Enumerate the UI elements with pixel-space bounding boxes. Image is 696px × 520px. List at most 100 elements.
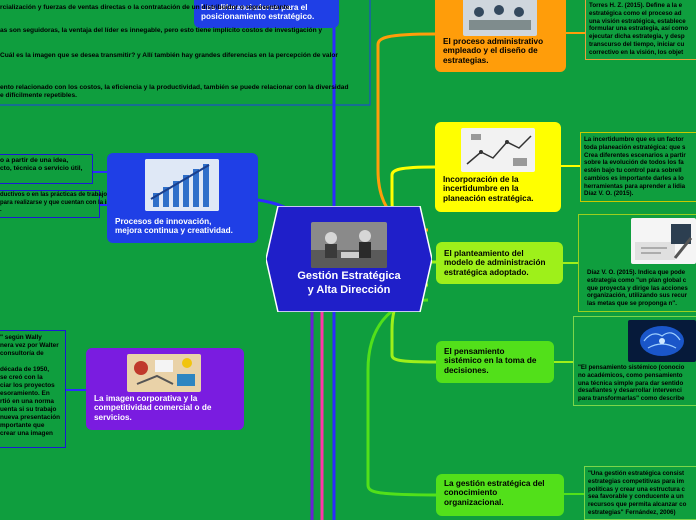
node-pensamiento-line: decisiones. bbox=[444, 365, 489, 375]
node-incertidumbre-line: incertidumbre en la bbox=[443, 184, 519, 194]
node-imagen-line3: servicios. bbox=[94, 412, 132, 422]
proceso-note-line: estratégica como el proceso ad bbox=[589, 9, 682, 17]
central-title-line2: y Alta Dirección bbox=[307, 283, 391, 296]
pensamiento-note-box bbox=[573, 316, 696, 406]
pensamiento-note-line: para transformarlas" como describe bbox=[578, 395, 685, 402]
imagen-note-line: ciar los proyectos bbox=[0, 382, 55, 389]
imagen-note-line: nueva presentación bbox=[0, 414, 61, 421]
diferenciadores-note-5: e difícilmente repetibles. bbox=[0, 92, 77, 99]
diferenciadores-note-2: as son seguidoras, la ventaja del líder … bbox=[0, 27, 323, 34]
imagen-note-box bbox=[0, 330, 66, 448]
node-gestion-label: La gestión estratégica del conocimiento … bbox=[444, 479, 545, 507]
proceso-note-line: correctivo en la visión, los objet bbox=[589, 48, 684, 56]
gestion-note: "Una gestión estratégica consist estrate… bbox=[588, 470, 686, 517]
gestion-note-line: recursos que permita alcanzar co bbox=[588, 501, 687, 508]
pensamiento-note-line: no académicos, como pensamiento bbox=[578, 371, 683, 379]
node-proceso-administrativo[interactable]: El proceso administrativo empleado y el … bbox=[435, 0, 566, 72]
node-gestion-line: organizacional. bbox=[444, 497, 504, 507]
imagen-note-line: consultoría de bbox=[0, 350, 44, 357]
node-innovacion-label: Procesos de innovación, mejora continua … bbox=[115, 217, 233, 236]
incertidumbre-note-line: La incertidumbre que es un factor bbox=[584, 136, 684, 143]
incertidumbre-note-line: sobre la evolución de todos los fa bbox=[584, 159, 684, 167]
gestion-note-line: estrategias competitivas para im bbox=[588, 477, 684, 485]
imagen-note: " según Wally nera vez por Walter consul… bbox=[0, 334, 60, 438]
innovacion-note-1: o a partir de una idea, cto, técnica o s… bbox=[0, 157, 82, 173]
node-planteamiento[interactable]: El planteamiento del modelo de administr… bbox=[436, 242, 563, 284]
diferenciadores-note-3: Cuál es la imagen que se desea transmiti… bbox=[0, 52, 338, 59]
imagen-corporativa-image bbox=[127, 354, 201, 392]
imagen-note-line: se creó con la bbox=[0, 374, 43, 381]
node-pensamiento-line: sistémico en la toma de bbox=[444, 356, 537, 366]
planteamiento-note-line: las metas que se proponga n". bbox=[587, 300, 677, 307]
proceso-image bbox=[463, 0, 537, 36]
node-diferenciadores-line2: posicionamiento estratégico. bbox=[201, 12, 315, 22]
node-imagen-corporativa[interactable]: La imagen corporativa y la competitivida… bbox=[86, 348, 244, 430]
imagen-note-line: mportante que bbox=[0, 422, 45, 429]
gestion-note-line: "Una gestión estratégica consist bbox=[588, 470, 685, 477]
innovacion-note-1-line: cto, técnica o servicio útil, bbox=[0, 165, 83, 173]
imagen-note-line: década de 1950, bbox=[0, 366, 50, 373]
planteamiento-note-line: Díaz V. O. (2015). Indica que pode bbox=[587, 269, 686, 276]
innovacion-note-box-2 bbox=[0, 190, 100, 218]
node-planteamiento-line: El planteamiento del bbox=[444, 249, 524, 258]
node-proceso-line: El proceso administrativo bbox=[443, 37, 544, 46]
planteamiento-note: Díaz V. O. (2015). Indica que pode estra… bbox=[587, 269, 688, 308]
innovacion-note-2-line: para realizarse y que cuentan con la imp… bbox=[0, 199, 147, 206]
incertidumbre-note-line: Díaz V. O. (2015). bbox=[584, 190, 634, 198]
incertidumbre-note-line: herramientas para aprender a lidia bbox=[584, 182, 686, 190]
pensamiento-note: "El pensamiento sistémico (conocio no ac… bbox=[578, 364, 684, 403]
pensamiento-note-line: desafiantes y desarrollar intervenci bbox=[578, 387, 682, 395]
node-diferenciadores[interactable]: Los diferenciadores para el posicionamie… bbox=[194, 0, 339, 28]
node-incertidumbre[interactable]: Incorporación de la incertidumbre en la … bbox=[435, 122, 561, 212]
diferenciadores-note-1: rcialización y fuerzas de ventas directa… bbox=[0, 4, 292, 11]
imagen-note-line: nera vez por Walter bbox=[0, 342, 59, 349]
proceso-note-line: transcurso del tiempo, iniciar cu bbox=[589, 40, 685, 48]
node-innovacion[interactable]: Procesos de innovación, mejora continua … bbox=[107, 153, 258, 243]
planteamiento-note-line: estrategia como "un plan global c bbox=[587, 276, 687, 284]
central-topic[interactable]: Gestión Estratégica y Alta Dirección bbox=[266, 206, 432, 312]
node-gestion-line: conocimiento bbox=[444, 488, 498, 498]
node-innovacion-line2: mejora continua y creatividad. bbox=[115, 226, 233, 236]
proceso-note-line: Torres H. Z. (2015). Define a la e bbox=[589, 2, 683, 9]
incertidumbre-note-line: estén bajo tu control para sobrell bbox=[584, 167, 682, 174]
planteamiento-note-line: organización, utilizando sus recur bbox=[587, 292, 688, 300]
incertidumbre-note-box bbox=[580, 132, 696, 202]
node-pensamiento-sistemico[interactable]: El pensamiento sistémico en la toma de d… bbox=[436, 341, 554, 383]
node-incertidumbre-label: Incorporación de la incertidumbre en la … bbox=[443, 175, 534, 203]
innovacion-note-box-1 bbox=[0, 154, 93, 184]
central-image bbox=[311, 222, 387, 268]
node-gestion-conocimiento[interactable]: La gestión estratégica del conocimiento … bbox=[436, 474, 564, 516]
diferenciadores-note-4: ento relacionado con los costos, la efic… bbox=[0, 84, 349, 91]
imagen-note-line: esoramiento. En bbox=[0, 390, 50, 397]
incertidumbre-note-line: cambios es importante darles a lo bbox=[584, 174, 684, 182]
node-proceso-label: El proceso administrativo empleado y el … bbox=[443, 37, 543, 65]
proceso-note-box bbox=[585, 0, 696, 60]
imagen-note-line: crear una imagen bbox=[0, 430, 53, 437]
gestion-note-line: políticas y crear una estructura c bbox=[588, 485, 685, 493]
planteamiento-image bbox=[631, 218, 696, 264]
pensamiento-note-line: una técnica simple para dar sentido bbox=[578, 379, 684, 387]
innovacion-note-1-line: o a partir de una idea, bbox=[0, 157, 69, 164]
central-title: Gestión Estratégica y Alta Dirección bbox=[266, 270, 432, 298]
innovacion-note-2-line: . bbox=[0, 207, 2, 213]
node-pensamiento-label: El pensamiento sistémico en la toma de d… bbox=[444, 347, 536, 375]
node-gestion-line: La gestión estratégica del bbox=[444, 479, 545, 488]
node-diferenciadores-line1: Los diferenciadores para el bbox=[201, 3, 308, 12]
node-incertidumbre-line: Incorporación de la bbox=[443, 175, 519, 184]
pensamiento-image bbox=[628, 320, 696, 362]
imagen-note-line: " según Wally bbox=[0, 334, 42, 341]
node-pensamiento-line: El pensamiento bbox=[444, 347, 505, 356]
planteamiento-note-box bbox=[578, 214, 696, 312]
incertidumbre-note-line: Crea diferentes escenarios a partir bbox=[584, 151, 686, 159]
planteamiento-note-line: que proyecta y dirige las acciones bbox=[587, 284, 688, 292]
proceso-note: Torres H. Z. (2015). Define a la e estra… bbox=[589, 2, 688, 56]
node-planteamiento-label: El planteamiento del modelo de administr… bbox=[444, 249, 545, 277]
gestion-note-line: estrategias" Fernández, 2006) bbox=[588, 508, 676, 516]
innovacion-note-2-line: ductivos o en las prácticas de trabajo q… bbox=[0, 192, 147, 198]
incertidumbre-image bbox=[461, 128, 535, 172]
proceso-note-line: formular una estrategia, así como bbox=[589, 25, 689, 33]
central-title-line1: Gestión Estratégica bbox=[297, 270, 401, 282]
node-imagen-line1: La imagen corporativa y la bbox=[94, 394, 198, 403]
node-planteamiento-line: modelo de administración bbox=[444, 258, 546, 268]
innovacion-image bbox=[145, 159, 219, 211]
